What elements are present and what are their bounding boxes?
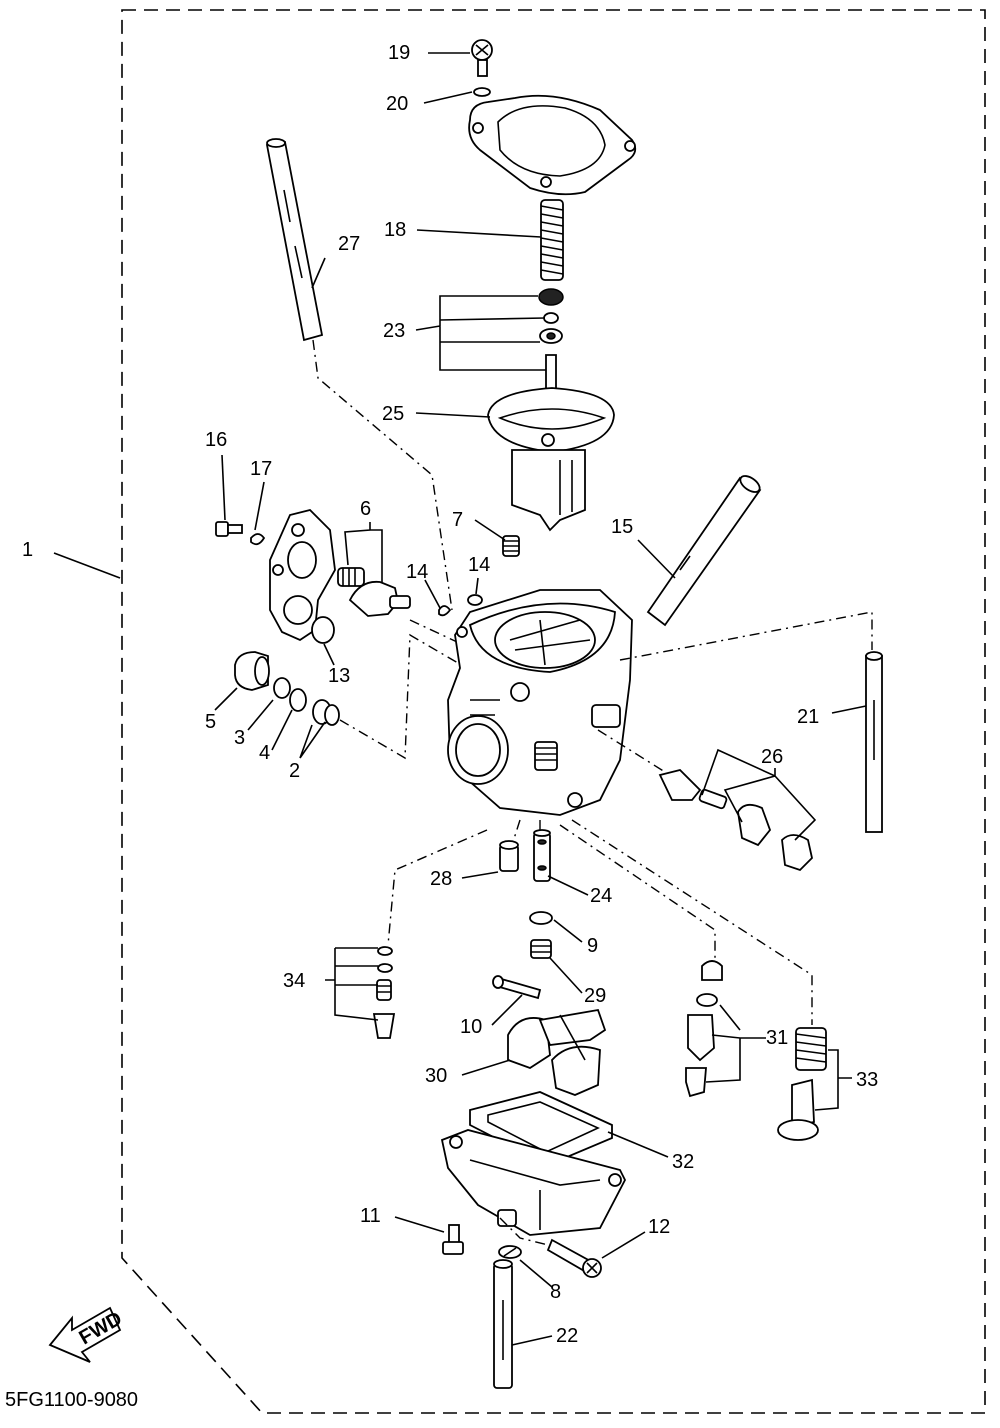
callout-31: 31 — [766, 1027, 788, 1049]
callout-20: 20 — [386, 93, 408, 115]
o-ring-13 — [311, 616, 335, 644]
callout-10: 10 — [460, 1016, 482, 1038]
callout-28: 28 — [430, 868, 452, 890]
float-bowl — [440, 1129, 627, 1236]
top-cover-part — [468, 94, 637, 196]
pilot-screw-set-34 — [372, 946, 396, 1039]
screw-19 — [471, 39, 493, 77]
callout-15: 15 — [611, 516, 633, 538]
carburetor-body — [447, 589, 633, 816]
callout-25: 25 — [382, 403, 404, 425]
drawing-number: 5FG1100-9080 — [5, 1389, 138, 1411]
screw-16 — [215, 521, 243, 537]
washer-3 — [273, 677, 291, 699]
leader-lines — [53, 52, 867, 1346]
route-2 — [339, 633, 471, 760]
spring-18 — [540, 199, 564, 281]
callout-1: 1 — [22, 539, 33, 561]
washer-20 — [473, 87, 491, 97]
o-ring-14b — [467, 594, 483, 606]
o-ring-4 — [289, 688, 307, 712]
callout-6: 6 — [360, 498, 371, 520]
tube-22 — [493, 1259, 513, 1389]
tube-27 — [265, 138, 324, 342]
spring-diaphragm-6 — [337, 567, 411, 617]
plug-2 — [312, 699, 340, 726]
callout-2: 2 — [289, 760, 300, 782]
washer-9 — [529, 911, 553, 925]
callout-labels: 1 2 3 4 5 6 7 8 9 10 11 12 13 14 14 15 1… — [22, 42, 878, 1347]
callout-18: 18 — [384, 219, 406, 241]
callout-34: 34 — [283, 970, 305, 992]
callout-14b: 14 — [468, 554, 490, 576]
callout-11: 11 — [360, 1205, 381, 1227]
diaphragm-piston-25 — [487, 387, 615, 532]
callout-29: 29 — [584, 985, 606, 1007]
route-33 — [571, 819, 813, 1025]
drain-screw-12 — [546, 1238, 602, 1278]
callout-12: 12 — [648, 1216, 670, 1238]
jet-28 — [499, 840, 519, 872]
callout-3: 3 — [234, 727, 245, 749]
callout-33: 33 — [856, 1069, 878, 1091]
pin-10 — [492, 975, 542, 1000]
clip-14a — [438, 605, 452, 617]
starter-plunger-31 — [685, 960, 723, 1098]
callout-13: 13 — [328, 665, 350, 687]
coasting-enricher-cover — [269, 509, 336, 642]
callout-14a: 14 — [406, 561, 428, 583]
callout-17: 17 — [250, 458, 272, 480]
fwd-arrow-icon — [48, 1306, 122, 1363]
callout-32: 32 — [672, 1151, 694, 1173]
callout-22: 22 — [556, 1325, 578, 1347]
screw-11 — [442, 1224, 464, 1255]
tube-15 — [646, 475, 762, 627]
callout-16: 16 — [205, 429, 227, 451]
spring-screw-33 — [777, 1027, 827, 1141]
callout-24: 24 — [590, 885, 612, 907]
callout-26: 26 — [761, 746, 783, 768]
route-31 — [559, 824, 716, 960]
clip-8 — [498, 1245, 522, 1259]
callout-27: 27 — [338, 233, 360, 255]
float-30 — [507, 1008, 607, 1096]
callout-19: 19 — [388, 42, 410, 64]
main-jet-29 — [530, 939, 552, 959]
needle-jet-24 — [533, 829, 551, 882]
callout-9: 9 — [587, 935, 598, 957]
callout-21: 21 — [797, 706, 819, 728]
screw-spring-26 — [658, 769, 813, 872]
gasket-32 — [469, 1091, 613, 1166]
callout-30: 30 — [425, 1065, 447, 1087]
cap-5 — [234, 651, 270, 691]
jet-7 — [502, 535, 520, 557]
callout-4: 4 — [259, 742, 270, 764]
callout-8: 8 — [550, 1281, 561, 1303]
assembly-boundary — [121, 9, 986, 1414]
hose-route-27 — [312, 339, 453, 611]
clip-17 — [250, 533, 266, 546]
route-28 — [511, 819, 521, 846]
route-12 — [499, 1217, 549, 1246]
callout-23: 23 — [383, 320, 405, 342]
tube-21 — [865, 651, 883, 833]
callout-7: 7 — [452, 509, 463, 531]
callout-5: 5 — [205, 711, 216, 733]
